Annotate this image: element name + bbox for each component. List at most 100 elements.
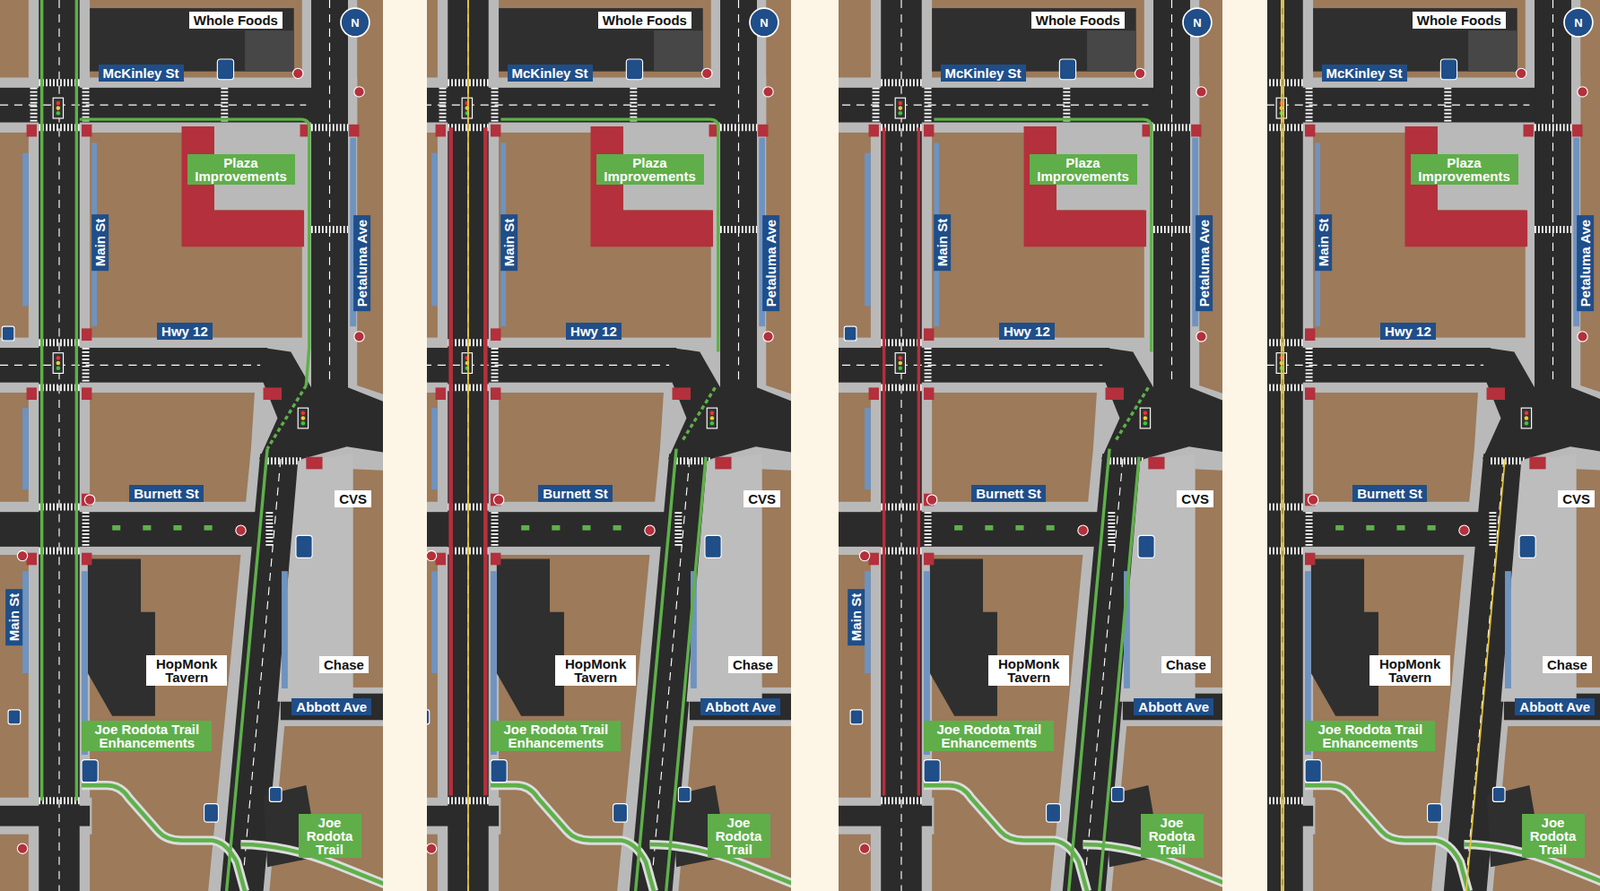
map-panel bbox=[0, 0, 383, 891]
label-text: CVS bbox=[1181, 492, 1209, 506]
label-text: Main St bbox=[849, 593, 863, 642]
project-label: Joe Rodota Trail bbox=[707, 814, 771, 859]
street-label: Petaluma Ave bbox=[353, 215, 371, 312]
label-text: Plaza Improvements bbox=[1415, 156, 1514, 183]
label-text: Petaluma Ave bbox=[764, 219, 778, 307]
place-label: Chase bbox=[1542, 656, 1592, 674]
label-text: CVS bbox=[747, 492, 776, 506]
project-label: Joe Rodota Trail Enhancements bbox=[490, 721, 621, 752]
bike-lanes bbox=[42, 0, 310, 891]
street-label: Burnett St bbox=[129, 485, 204, 503]
lanes bbox=[451, 0, 719, 891]
street-label: Abbott Ave bbox=[1133, 698, 1214, 716]
label-text: HopMonk Tavern bbox=[1373, 657, 1446, 685]
label-text: Hwy 12 bbox=[570, 324, 618, 339]
label-text: HopMonk Tavern bbox=[559, 657, 632, 685]
label-text: McKinley St bbox=[1326, 66, 1403, 80]
label-text: Joe Rodota Trail bbox=[1526, 816, 1581, 857]
label-text: Joe Rodota Trail bbox=[1145, 816, 1200, 857]
compass-letter: N bbox=[1192, 17, 1201, 29]
place-label: CVS bbox=[1557, 490, 1595, 508]
street-label: Main St bbox=[5, 589, 23, 646]
street-label: Petaluma Ave bbox=[1195, 215, 1213, 312]
label-text: Whole Foods bbox=[193, 13, 279, 27]
street-label: McKinley St bbox=[507, 64, 593, 82]
label-text: Whole Foods bbox=[1417, 13, 1502, 27]
street-label: Main St bbox=[500, 214, 518, 271]
map-panel bbox=[838, 0, 1223, 891]
place-label: HopMonk Tavern bbox=[1369, 655, 1451, 687]
project-label: Plaza Improvements bbox=[1029, 154, 1138, 185]
place-label: Whole Foods bbox=[1031, 11, 1125, 29]
project-label: Joe Rodota Trail bbox=[1521, 814, 1585, 859]
project-label: Joe Rodota Trail bbox=[1140, 814, 1204, 859]
label-text: CVS bbox=[339, 492, 367, 506]
label-text: Chase bbox=[732, 658, 774, 672]
label-text: Burnett St bbox=[975, 486, 1042, 501]
label-text: McKinley St bbox=[945, 66, 1022, 80]
place-label: CVS bbox=[743, 490, 781, 508]
label-text: Petaluma Ave bbox=[355, 219, 369, 307]
street-label: Abbott Ave bbox=[700, 698, 781, 716]
street-label: Hwy 12 bbox=[156, 322, 213, 340]
label-text: Joe Rodota Trail Enhancements bbox=[1309, 722, 1431, 750]
place-label: Whole Foods bbox=[1412, 11, 1506, 29]
label-text: Hwy 12 bbox=[1003, 324, 1051, 339]
street-label: Burnett St bbox=[971, 485, 1046, 503]
place-label: Chase bbox=[319, 656, 369, 674]
label-text: Plaza Improvements bbox=[1034, 156, 1133, 183]
place-label: Chase bbox=[728, 656, 778, 674]
map-panel bbox=[426, 0, 792, 891]
street-label: Main St bbox=[933, 214, 951, 271]
compass-letter: N bbox=[350, 17, 359, 29]
label-text: Plaza Improvements bbox=[191, 156, 291, 183]
project-label: Joe Rodota Trail Enhancements bbox=[81, 721, 212, 752]
street-label: Burnett St bbox=[538, 485, 613, 503]
label-text: Hwy 12 bbox=[161, 324, 209, 339]
lanes bbox=[884, 119, 1152, 891]
label-text: Chase bbox=[1547, 658, 1588, 672]
project-label: Joe Rodota Trail bbox=[298, 814, 362, 859]
street-label: Hwy 12 bbox=[565, 322, 622, 340]
label-text: Main St bbox=[7, 593, 21, 642]
place-label: CVS bbox=[334, 490, 372, 508]
label-text: Main St bbox=[935, 218, 949, 267]
label-text: Hwy 12 bbox=[1384, 324, 1432, 339]
label-text: Joe Rodota Trail bbox=[303, 816, 357, 857]
place-label: HopMonk Tavern bbox=[988, 655, 1070, 687]
label-text: Main St bbox=[1316, 218, 1331, 267]
street-label: Abbott Ave bbox=[1514, 698, 1595, 716]
place-label: CVS bbox=[1176, 490, 1214, 508]
label-text: Abbott Ave bbox=[295, 700, 367, 714]
label-text: Chase bbox=[323, 658, 365, 672]
street-label: Hwy 12 bbox=[1380, 322, 1436, 340]
place-label: Whole Foods bbox=[598, 11, 692, 29]
street-label: Hwy 12 bbox=[999, 322, 1055, 340]
label-text: Joe Rodota Trail Enhancements bbox=[495, 722, 617, 750]
compass-letter: N bbox=[1573, 17, 1583, 29]
label-text: Burnett St bbox=[542, 486, 609, 501]
label-text: Main St bbox=[93, 218, 107, 267]
label-text: Chase bbox=[1165, 658, 1207, 672]
street-label: Petaluma Ave bbox=[1576, 215, 1594, 312]
map-panel bbox=[1267, 0, 1600, 891]
place-label: HopMonk Tavern bbox=[146, 655, 227, 687]
label-text: Joe Rodota Trail Enhancements bbox=[86, 722, 208, 750]
label-text: Whole Foods bbox=[1035, 13, 1121, 27]
label-text: Abbott Ave bbox=[704, 700, 776, 714]
project-label: Joe Rodota Trail Enhancements bbox=[1304, 721, 1435, 752]
label-text: HopMonk Tavern bbox=[992, 657, 1065, 685]
label-text: CVS bbox=[1562, 492, 1591, 506]
place-label: HopMonk Tavern bbox=[555, 655, 636, 687]
label-text: Burnett St bbox=[133, 486, 200, 501]
label-text: Joe Rodota Trail bbox=[712, 816, 766, 857]
label-text: Plaza Improvements bbox=[600, 156, 700, 183]
street-label: Main St bbox=[91, 214, 109, 271]
label-text: HopMonk Tavern bbox=[150, 657, 223, 685]
label-text: Main St bbox=[502, 218, 516, 267]
label-text: Petaluma Ave bbox=[1197, 219, 1211, 307]
label-text: Whole Foods bbox=[602, 13, 687, 27]
center-lines bbox=[1281, 0, 1505, 891]
